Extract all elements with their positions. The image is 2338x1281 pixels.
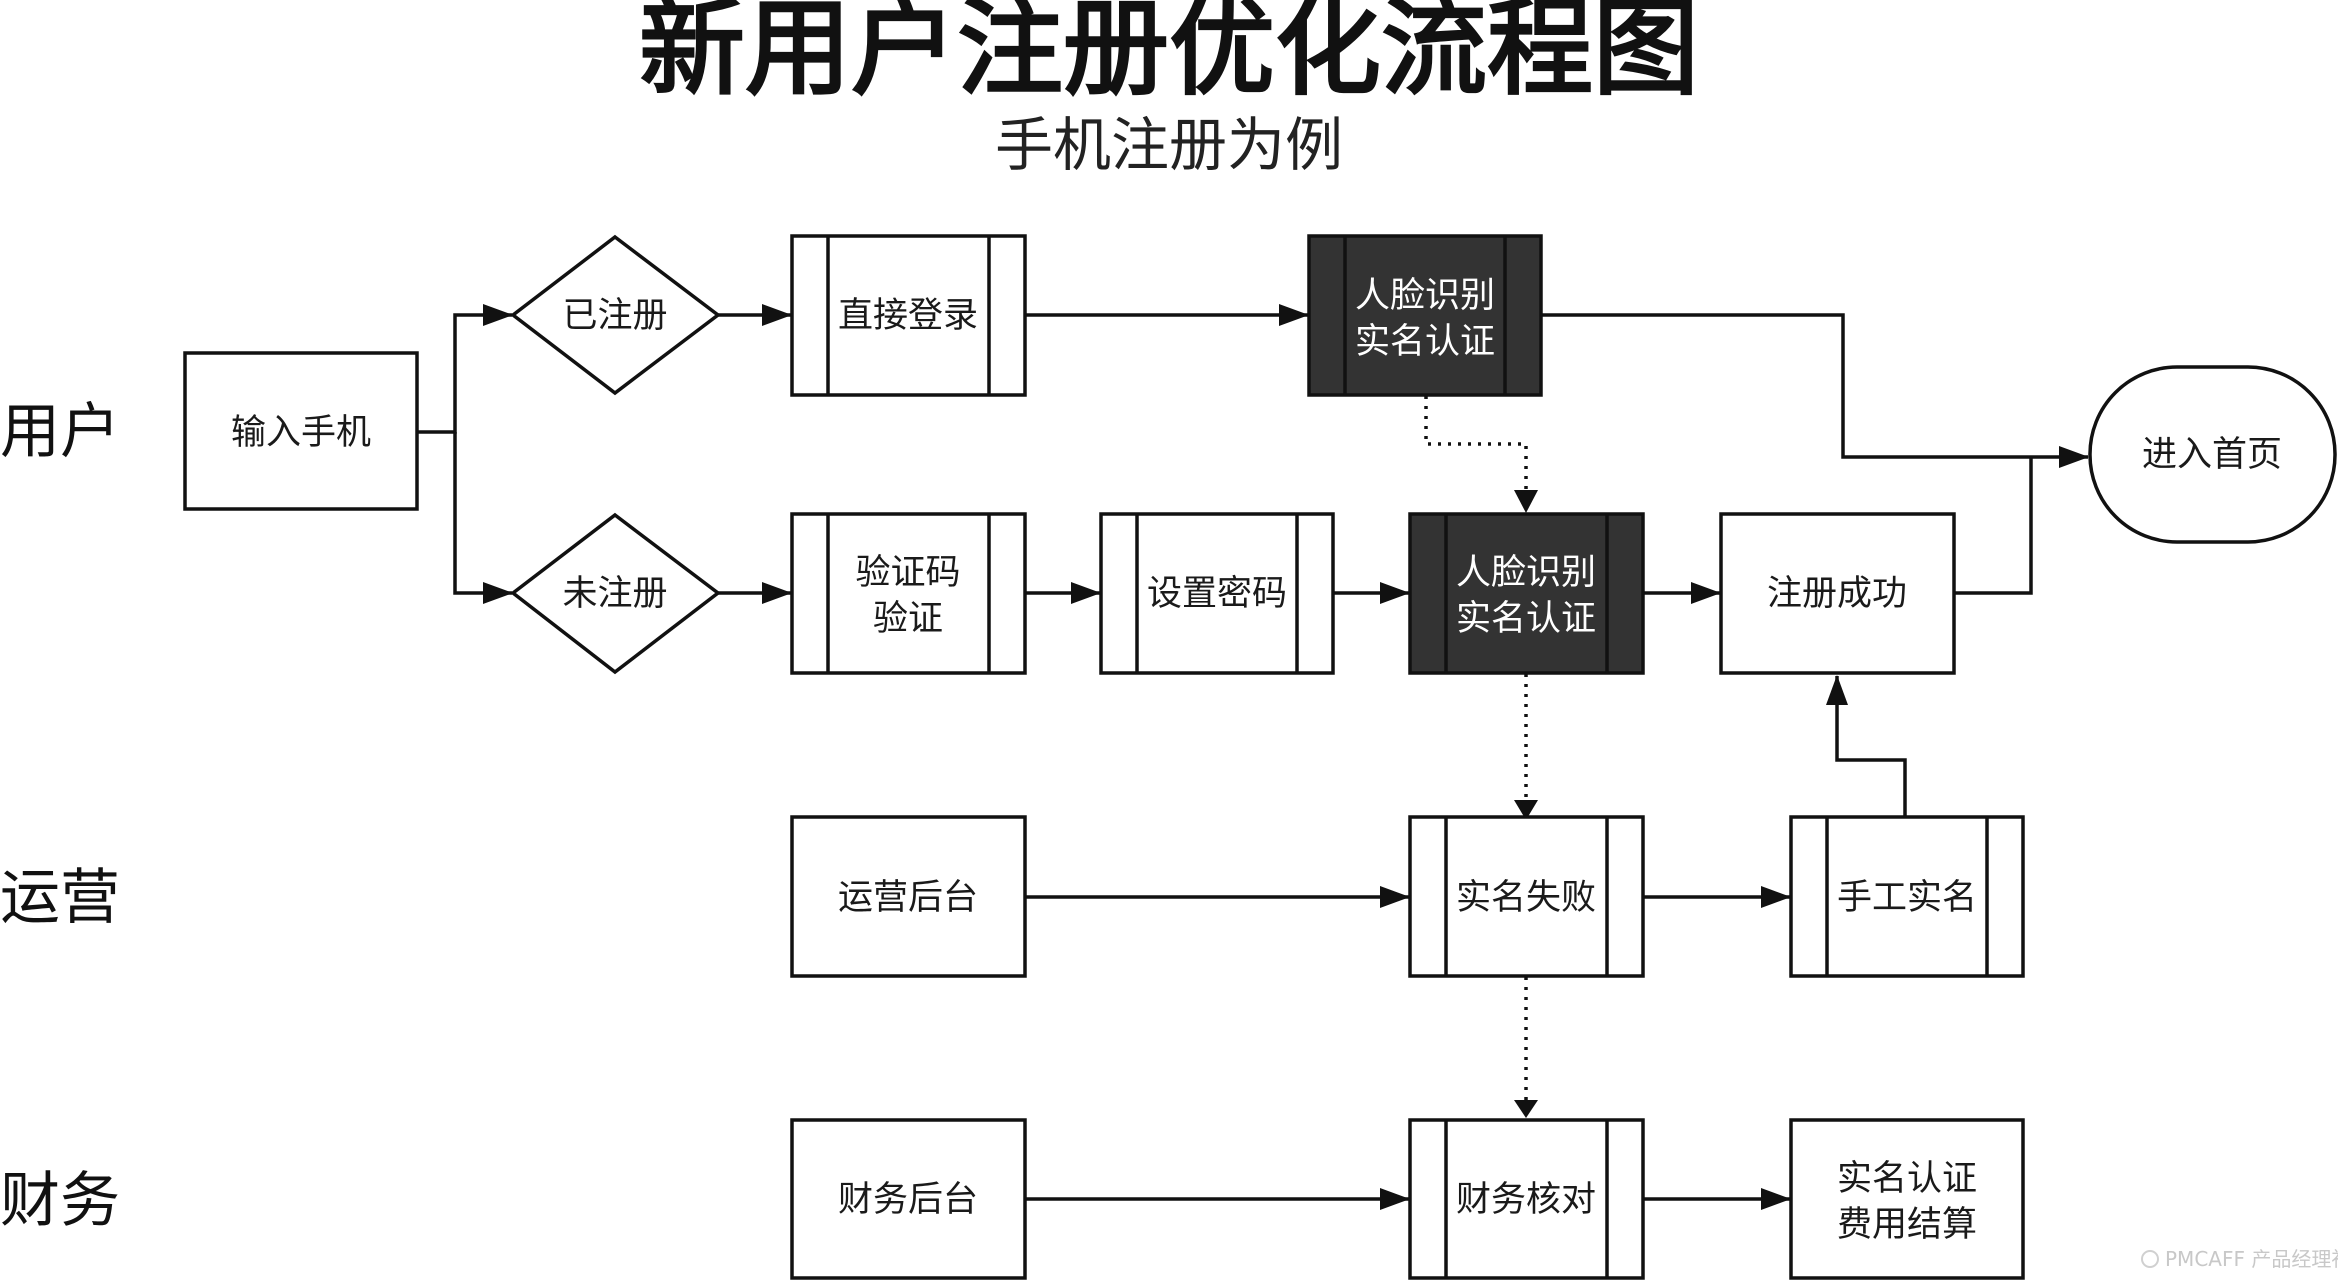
node-manual-auth: 手工实名	[1789, 815, 2025, 978]
node-face-auth-top: 人脸识别 实名认证	[1307, 234, 1543, 397]
node-face-auth-top-line2: 实名认证	[1355, 322, 1495, 362]
node-finance-check-label: 财务核对	[1456, 1180, 1596, 1220]
node-register-success-label: 注册成功	[1767, 574, 1907, 614]
connector-face-top-to-face-mid-dotted	[1424, 396, 1528, 497]
node-ops-backend-label: 运营后台	[838, 878, 978, 918]
connector-success-to-home	[1954, 457, 2033, 595]
node-finance-check: 财务核对	[1408, 1118, 1645, 1280]
node-settlement-line1: 实名认证	[1837, 1159, 1977, 1199]
node-finance-backend-label: 财务后台	[838, 1180, 978, 1220]
node-direct-login-label: 直接登录	[838, 296, 978, 336]
node-face-auth-mid-line2: 实名认证	[1456, 599, 1596, 639]
lane-label-finance: 财务	[0, 1166, 120, 1236]
connectors	[417, 304, 2089, 1210]
node-verify-code-line2: 验证	[873, 599, 943, 639]
arrowhead-auth-failed	[1514, 800, 1538, 820]
watermark-text: PMCAFF 产品经理社区	[2165, 1247, 2338, 1271]
node-direct-login: 直接登录	[790, 234, 1027, 397]
node-face-auth-mid: 人脸识别 实名认证	[1408, 512, 1645, 675]
node-verify-code-line1: 验证码	[855, 553, 960, 593]
node-set-password-label: 设置密码	[1147, 574, 1287, 614]
arrowhead-face-mid	[1514, 490, 1538, 513]
connector-input-to-registered	[417, 304, 513, 434]
node-input-phone: 输入手机	[183, 351, 419, 511]
node-verify-code: 验证码 验证	[790, 512, 1027, 675]
node-registered-decision: 已注册	[510, 234, 721, 396]
watermark: PMCAFF 产品经理社区	[2141, 1247, 2338, 1271]
node-finance-backend: 财务后台	[790, 1118, 1027, 1280]
node-auth-failed: 实名失败	[1408, 815, 1645, 978]
node-set-password: 设置密码	[1099, 512, 1335, 675]
node-auth-failed-label: 实名失败	[1456, 878, 1596, 918]
node-manual-auth-label: 手工实名	[1837, 878, 1977, 918]
lane-label-user: 用户	[0, 397, 120, 467]
node-ops-backend: 运营后台	[790, 815, 1027, 978]
node-input-phone-label: 输入手机	[231, 413, 371, 453]
arrowhead-finance-check	[1514, 1100, 1538, 1118]
node-face-auth-mid-line1: 人脸识别	[1456, 553, 1596, 593]
connector-input-to-unregistered	[453, 432, 513, 604]
diagram-title: 新用户注册优化流程图	[639, 0, 1699, 110]
node-register-success: 注册成功	[1719, 512, 1956, 675]
node-settlement-line2: 费用结算	[1837, 1205, 1977, 1245]
node-face-auth-top-line1: 人脸识别	[1355, 276, 1495, 316]
lane-label-ops: 运营	[0, 863, 120, 933]
node-unregistered-label: 未注册	[562, 574, 667, 614]
node-registered-label: 已注册	[562, 296, 667, 336]
node-enter-home-label: 进入首页	[2142, 435, 2282, 475]
connector-face-top-to-home	[1541, 313, 2089, 468]
node-enter-home: 进入首页	[2088, 365, 2337, 544]
watermark-logo-icon	[2141, 1250, 2159, 1268]
connector-manual-to-success	[1826, 675, 1907, 817]
node-settlement: 实名认证 费用结算	[1789, 1118, 2025, 1280]
diagram-subtitle: 手机注册为例	[995, 111, 1343, 179]
node-unregistered-decision: 未注册	[510, 512, 721, 675]
